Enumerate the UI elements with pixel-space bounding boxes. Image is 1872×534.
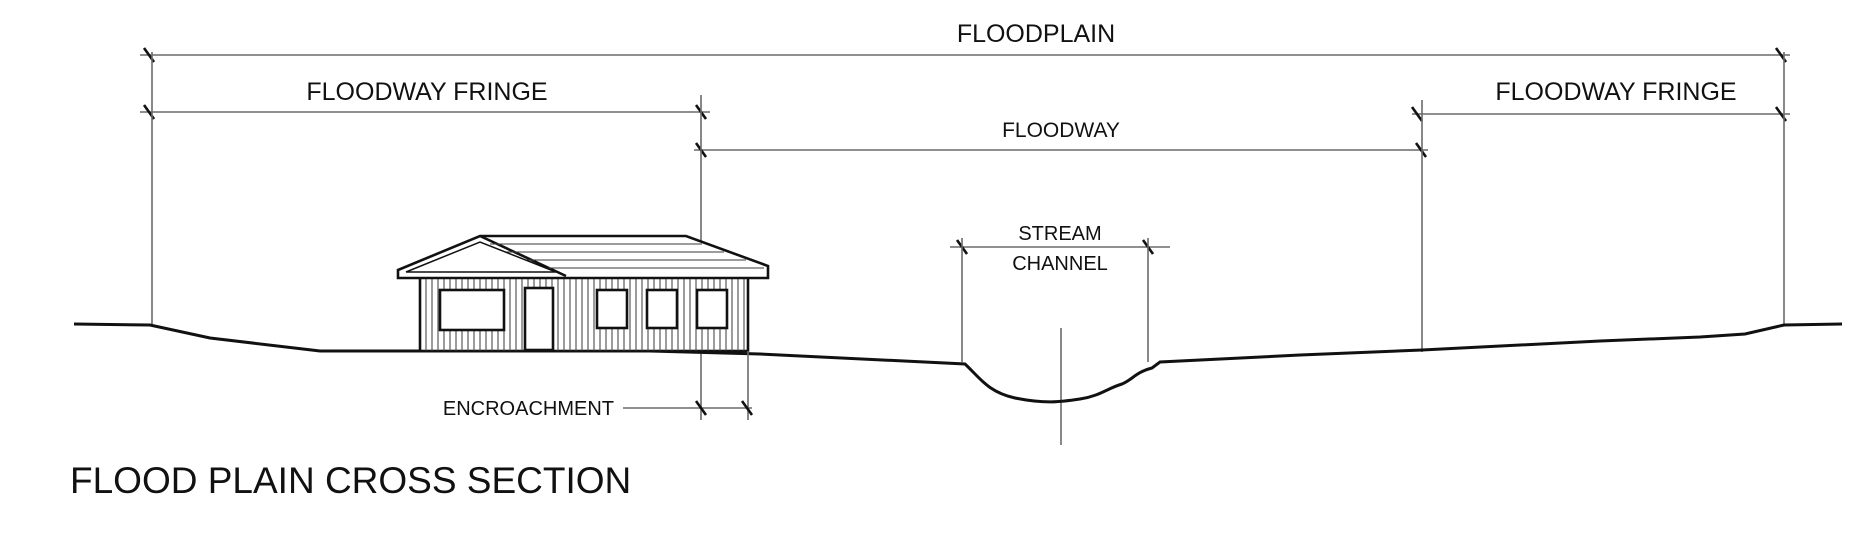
floodway-label: FLOODWAY <box>1002 119 1120 142</box>
house-door <box>523 286 555 352</box>
house-window <box>645 288 679 330</box>
house-window <box>595 288 629 330</box>
floodway-fringe-right-label: FLOODWAY FRINGE <box>1495 78 1736 106</box>
ground-profile <box>73 322 1843 404</box>
floodplain-dimension: FLOODPLAIN <box>140 20 1790 63</box>
floodway-fringe-right-dimension: FLOODWAY FRINGE <box>1410 78 1790 122</box>
floodway-dimension: FLOODWAY <box>694 119 1428 158</box>
extension-lines <box>151 52 1785 445</box>
house <box>396 234 770 353</box>
roof-shingles <box>490 243 764 269</box>
floodway-fringe-left-dimension: FLOODWAY FRINGE <box>140 78 710 120</box>
stream-label: STREAM <box>1018 223 1101 245</box>
floodplain-label: FLOODPLAIN <box>957 20 1115 48</box>
house-window <box>695 288 729 330</box>
floodway-fringe-left-label: FLOODWAY FRINGE <box>306 78 547 106</box>
encroachment-dimension: ENCROACHMENT <box>443 351 754 420</box>
diagram-title: FLOOD PLAIN CROSS SECTION <box>70 460 631 501</box>
roof-hip-line <box>479 234 567 278</box>
encroachment-label: ENCROACHMENT <box>443 398 614 420</box>
stream-channel-dimension: STREAM CHANNEL <box>950 223 1170 275</box>
house-window-left <box>438 288 506 332</box>
channel-label: CHANNEL <box>1012 253 1108 275</box>
